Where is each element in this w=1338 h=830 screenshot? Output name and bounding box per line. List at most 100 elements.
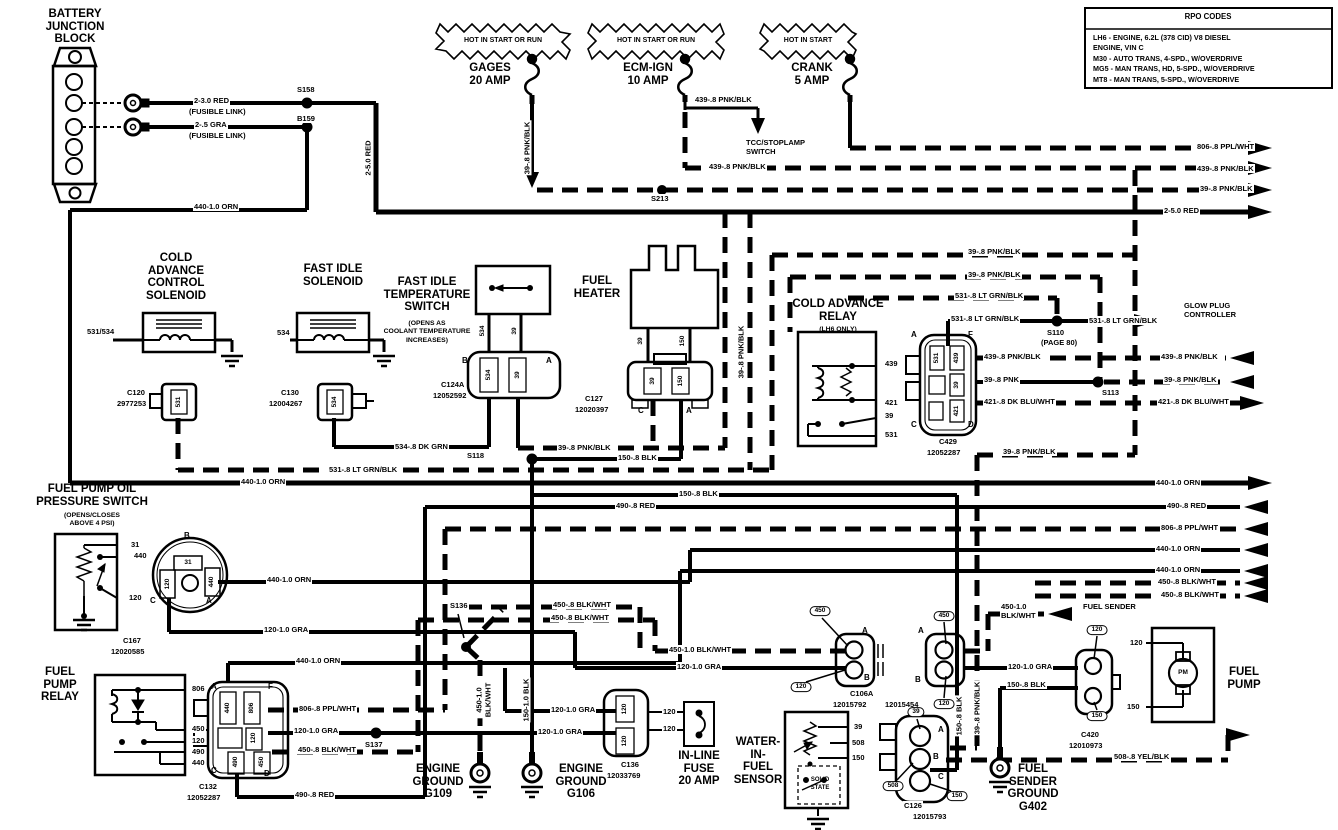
p31-label: 31 <box>130 540 141 549</box>
pnkblk439-b-label: 439-.8 PNK/BLK <box>708 162 767 171</box>
c126n-label: 12015793 <box>912 812 948 821</box>
orn440-c132-label: 440-1.0 ORN <box>295 656 342 665</box>
connector-c124a <box>466 350 562 400</box>
ov450-R-label: 450 <box>933 611 955 621</box>
c429-A-label: A <box>911 330 917 339</box>
pnkblk39-v1-label: 39-.8 PNK/BLK <box>522 120 532 176</box>
connector-c127 <box>626 353 714 409</box>
fl-gra-label: 2-.5 GRA <box>194 120 228 129</box>
wif-title-label: WATER- IN- FUEL SENSOR <box>733 736 783 786</box>
orn440-r2-label: 440-1.0 ORN <box>1155 544 1202 553</box>
bw450-v-label: 450-1.0 BLK/WHT <box>474 681 493 719</box>
wif-p39-label: 39 <box>853 722 864 731</box>
g106-label: ENGINE GROUND G106 <box>555 763 607 801</box>
c126-label: C126 <box>903 801 923 810</box>
car-note-label: (LH6 ONLY) <box>819 326 857 333</box>
ov150-label: 150 <box>946 791 968 801</box>
gpc-label: GLOW PLUG CONTROLLER <box>1183 301 1238 319</box>
pnkblk39-r2-label: 39-.8 PNK/BLK <box>967 247 1022 256</box>
fpr-p490-label: 490 <box>191 747 206 756</box>
c132-p450-label: 450 <box>258 756 266 768</box>
pnkblk39-r3-label: 39-.8 PNK/BLK <box>967 270 1022 279</box>
ov508-label: 508 <box>882 781 904 791</box>
fuel-sender-label: FUEL SENDER <box>1082 602 1137 611</box>
fp-120-label: 120 <box>1129 638 1144 647</box>
s118-label: S118 <box>466 451 486 460</box>
in-line-fuse-shape <box>683 701 715 747</box>
c132n-label: 12052287 <box>186 793 222 802</box>
bw450-m2-label: 450-.8 BLK/WHT <box>550 613 610 622</box>
pnk39-r1-label: 39-.8 PNK/BLK <box>1199 184 1254 193</box>
orn440-r3-label: 440-1.0 ORN <box>1155 565 1202 574</box>
fis-title-label: FAST IDLE SOLENOID <box>302 263 364 288</box>
gra120-a-label: 120-1.0 GRA <box>550 705 597 714</box>
c106a-B1-label: B <box>864 673 870 682</box>
c120-label: C120 <box>126 388 146 397</box>
c167-A-label: A <box>206 596 212 605</box>
heater-p150-label: 150 <box>679 335 687 347</box>
battery-title-label: BATTERY JUNCTION BLOCK <box>45 8 105 46</box>
s113-label: S113 <box>1101 388 1121 397</box>
s110p-label: (PAGE 80) <box>1040 338 1079 347</box>
c132-C-label: C <box>211 766 217 775</box>
fp-title-label: FUEL PUMP <box>1227 666 1261 691</box>
relay-p421-label: 421 <box>884 398 899 407</box>
c127n-label: 12020397 <box>574 405 610 414</box>
orn440-c167-label: 440-1.0 ORN <box>266 575 313 584</box>
c106a-A2-label: A <box>918 626 924 635</box>
c167-p120-label: 120 <box>164 578 172 590</box>
c132-F-label: F <box>268 682 273 691</box>
c132-p440-label: 440 <box>224 702 232 714</box>
solid-state-label: SOLID STATE <box>810 777 830 791</box>
fuel-heater-shape <box>629 244 720 330</box>
l534-label: 534 <box>276 328 291 337</box>
gra120-row-label: 120-1.0 GRA <box>676 662 723 671</box>
gra120-b-label: 120-1.0 GRA <box>537 727 584 736</box>
ilf-label: IN-LINE FUSE 20 AMP <box>678 750 720 788</box>
fl-note1-label: (FUSIBLE LINK) <box>188 107 247 116</box>
fpops-note-label: (OPENS/CLOSES ABOVE 4 PSI) <box>64 512 120 528</box>
s136-label: S136 <box>449 601 469 610</box>
p120-label: 120 <box>128 593 143 602</box>
fl-note2-label: (FUSIBLE LINK) <box>188 131 247 140</box>
heater-title-label: FUEL HEATER <box>573 275 621 300</box>
c124a-B-label: B <box>462 356 468 365</box>
fpr-p120-label: 120 <box>191 736 206 745</box>
bw450-c132-label: 450-.8 BLK/WHT <box>297 745 357 754</box>
wif-p150-label: 150 <box>851 753 866 762</box>
pnk39-label: 39-.8 PNK <box>983 375 1021 384</box>
pnkblk39-vert2-label: 39-.8 PNK/BLK <box>736 324 746 380</box>
ppl806-c132-label: 806-.8 PPL/WHT <box>298 704 358 713</box>
fuel-pump-relay-shape <box>93 673 187 777</box>
c124a-label: C124A <box>440 380 466 389</box>
c106a-A1-label: A <box>862 626 868 635</box>
c127-p150-label: 150 <box>677 375 685 387</box>
c106a-n1-label: 12015792 <box>832 700 868 709</box>
ppl806-r1-label: 806-.8 PPL/WHT <box>1196 142 1256 151</box>
bw450-r1-label: 450-.8 BLK/WHT <box>1157 577 1217 586</box>
c120n-label: 2977253 <box>116 399 148 408</box>
c429-p39-label: 39 <box>953 381 961 389</box>
bw450-fs-label: 450-1.0 BLK/WHT <box>1000 602 1037 620</box>
pm-label: PM <box>1178 669 1188 677</box>
relay-p531-label: 531 <box>884 430 899 439</box>
ltgrn531-b-label: 531-.8 LT GRN/BLK <box>950 314 1021 323</box>
pnkblk439-r2-label: 439-.8 PNK/BLK <box>1160 352 1219 361</box>
fast-idle-solenoid <box>295 311 371 354</box>
c132-p806-label: 806 <box>248 702 256 714</box>
g109-label: ENGINE GROUND G109 <box>412 763 464 801</box>
blk150-v2-label: 150-.8 BLK <box>954 695 964 737</box>
red250-r1-label: 2-5.0 RED <box>1163 206 1201 215</box>
c429-D-label: D <box>968 420 974 429</box>
pnkblk439-c-label: 439-.8 PNK/BLK <box>983 352 1042 361</box>
connector-c120 <box>149 382 198 422</box>
ov120-R-label: 120 <box>933 699 955 709</box>
c132-p120-label: 120 <box>250 732 258 744</box>
c120-p-label: 531 <box>175 396 183 408</box>
water-in-fuel-sensor-shape <box>783 710 850 810</box>
bw450-m1-label: 450-.8 BLK/WHT <box>552 600 612 609</box>
c167-label: C167 <box>122 636 142 645</box>
c136-p2-label: 120 <box>621 735 629 747</box>
ov120-L-label: 120 <box>790 682 812 692</box>
